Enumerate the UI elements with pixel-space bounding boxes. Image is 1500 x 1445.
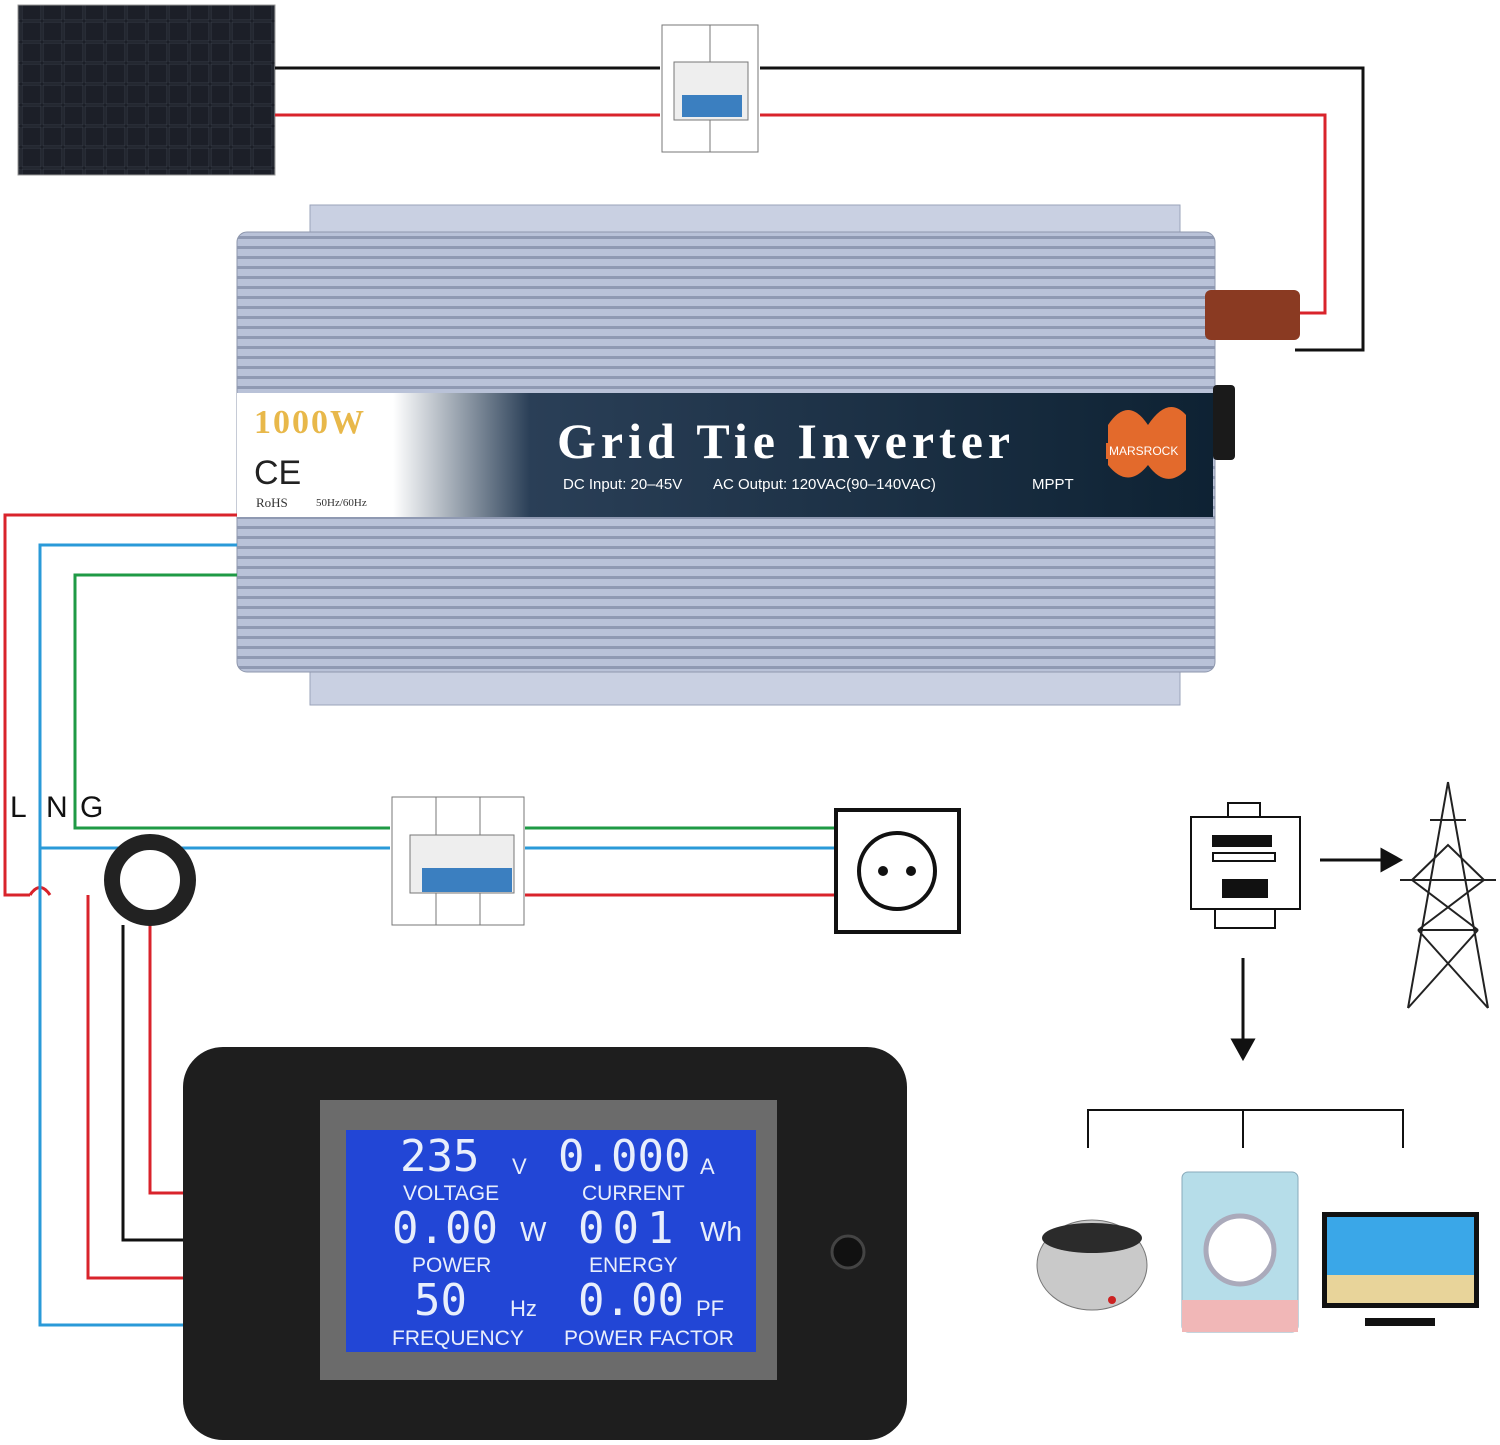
power-factor-unit: PF [696,1296,725,1321]
power-label: POWER [412,1254,492,1277]
ac-output-spec: AC Output: 120VAC(90–140VAC) [713,476,936,493]
dc-breaker [661,24,759,153]
rohs-mark: RoHS [256,495,288,510]
inverter-body [236,204,1300,706]
power-unit: W [520,1216,547,1247]
rice-cooker-icon [1036,1219,1148,1311]
power-value: 0.00 [392,1203,498,1254]
ac-breaker [391,796,525,926]
current-transformer [104,834,196,926]
inverter-title: Grid Tie Inverter [557,413,1016,469]
washing-machine-icon [1181,1171,1299,1333]
energy-label: ENERGY [589,1254,678,1277]
transmission-tower-icon [1400,781,1496,1009]
voltage-unit: V [512,1154,527,1179]
frequency-label: FREQUENCY [392,1327,524,1350]
inverter-switch [1213,385,1235,460]
ce-mark: CE [254,454,302,492]
frequency-value: 50 [414,1275,467,1326]
dc-terminal [1205,290,1300,340]
dc-input-spec: DC Input: 20–45V [563,476,683,493]
power-factor-value: 0.00 [578,1275,684,1326]
voltage-value: 235 [400,1131,480,1182]
current-label: CURRENT [582,1182,685,1205]
meter-button [830,1234,866,1270]
live-wire [3,513,237,897]
brand-logo: MARSROCK [1106,443,1182,459]
frequency-mark: 50Hz/60Hz [316,497,367,509]
label-neutral: N [46,791,68,824]
voltage-label: VOLTAGE [403,1182,500,1205]
meter-ct-wire [148,925,185,1195]
frequency-unit: Hz [510,1296,537,1321]
mppt-label: MPPT [1032,476,1074,493]
grid-meter [1190,802,1301,929]
neutral-wire [38,543,237,1327]
label-live: L [10,791,27,824]
load-bracket [1087,1109,1404,1148]
power-factor-label: POWER FACTOR [564,1327,734,1350]
current-unit: A [700,1154,715,1179]
solar-panel [17,4,276,176]
wall-socket [834,808,961,934]
energy-unit: Wh [700,1216,742,1247]
current-value: 0.000 [558,1131,691,1182]
inverter-power-rating: 1000W [254,404,366,441]
label-ground: G [80,791,104,824]
energy-value: 001 [578,1203,682,1254]
television-icon [1322,1212,1479,1326]
power-meter [183,1047,907,1440]
ground-wire [73,573,390,830]
